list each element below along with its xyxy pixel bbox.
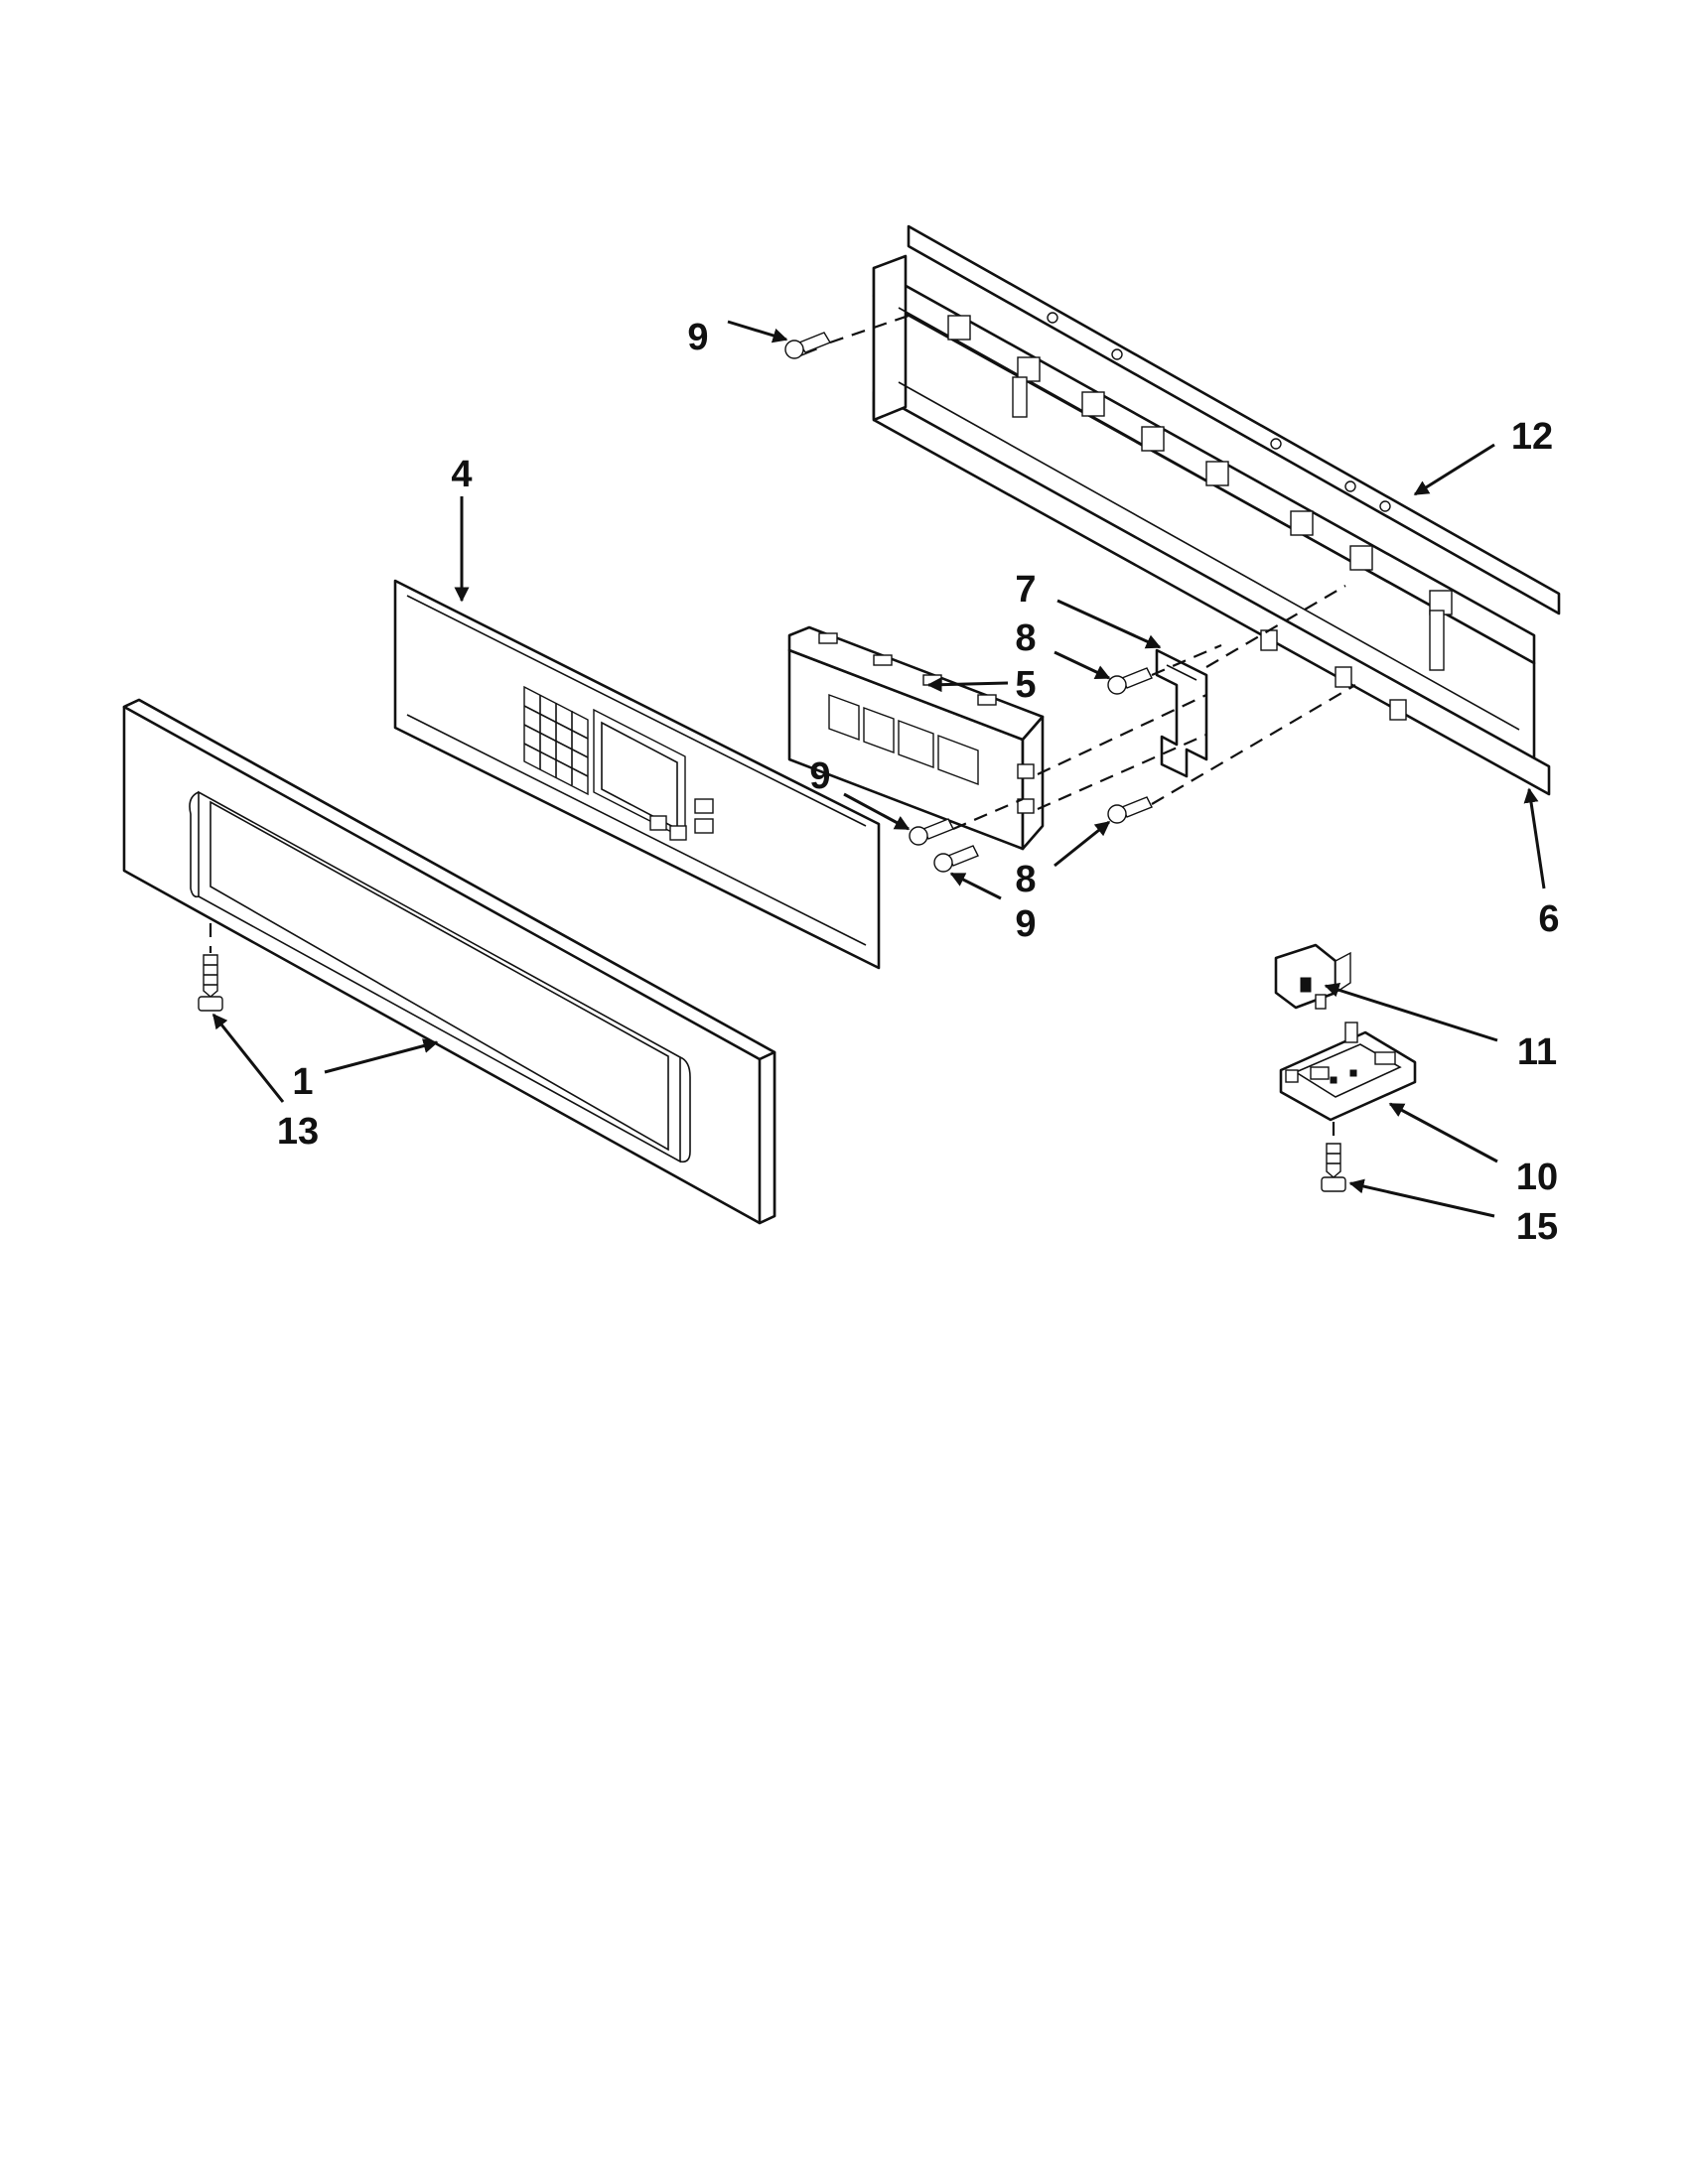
part-13-screw [198,923,223,1012]
screw-8-lower [1107,796,1153,824]
callout-5: 5 [1015,664,1036,706]
part-4-control-overlay [393,579,881,970]
callout-8-lower: 8 [1015,859,1036,900]
part-7-bracket [1155,648,1208,778]
screw-9-lower [933,845,979,873]
screw-8-upper [1107,667,1153,695]
callout-4: 4 [451,454,472,495]
callout-9-upper: 9 [687,317,708,358]
callout-8-upper: 8 [1015,617,1036,659]
callout-labels: 9 12 4 7 8 5 9 8 9 6 11 1 13 10 15 [277,317,1560,1248]
screw-9-middle [909,818,954,846]
callout-6: 6 [1538,898,1559,940]
part-1-control-panel [122,698,776,1225]
assembly-dashed-lines [829,314,1356,831]
callout-9-middle: 9 [809,755,830,797]
callout-12: 12 [1511,416,1553,458]
part-5-electronic-control [787,625,1045,851]
callout-1: 1 [292,1061,313,1103]
keypad-grid [523,685,589,796]
screw-9-upper [784,332,832,359]
callout-15: 15 [1516,1206,1558,1248]
callout-7: 7 [1015,569,1036,611]
leader-lines [211,320,1546,1218]
callout-9-lower: 9 [1015,903,1036,945]
callout-10: 10 [1516,1157,1558,1198]
part-12-mounting-bracket [872,224,1561,796]
part-15-screw [1321,1122,1346,1192]
callout-11: 11 [1517,1031,1557,1073]
callout-13: 13 [277,1111,319,1153]
part-10-circuit-board [1279,1022,1417,1122]
part-11-switch [1274,943,1351,1010]
